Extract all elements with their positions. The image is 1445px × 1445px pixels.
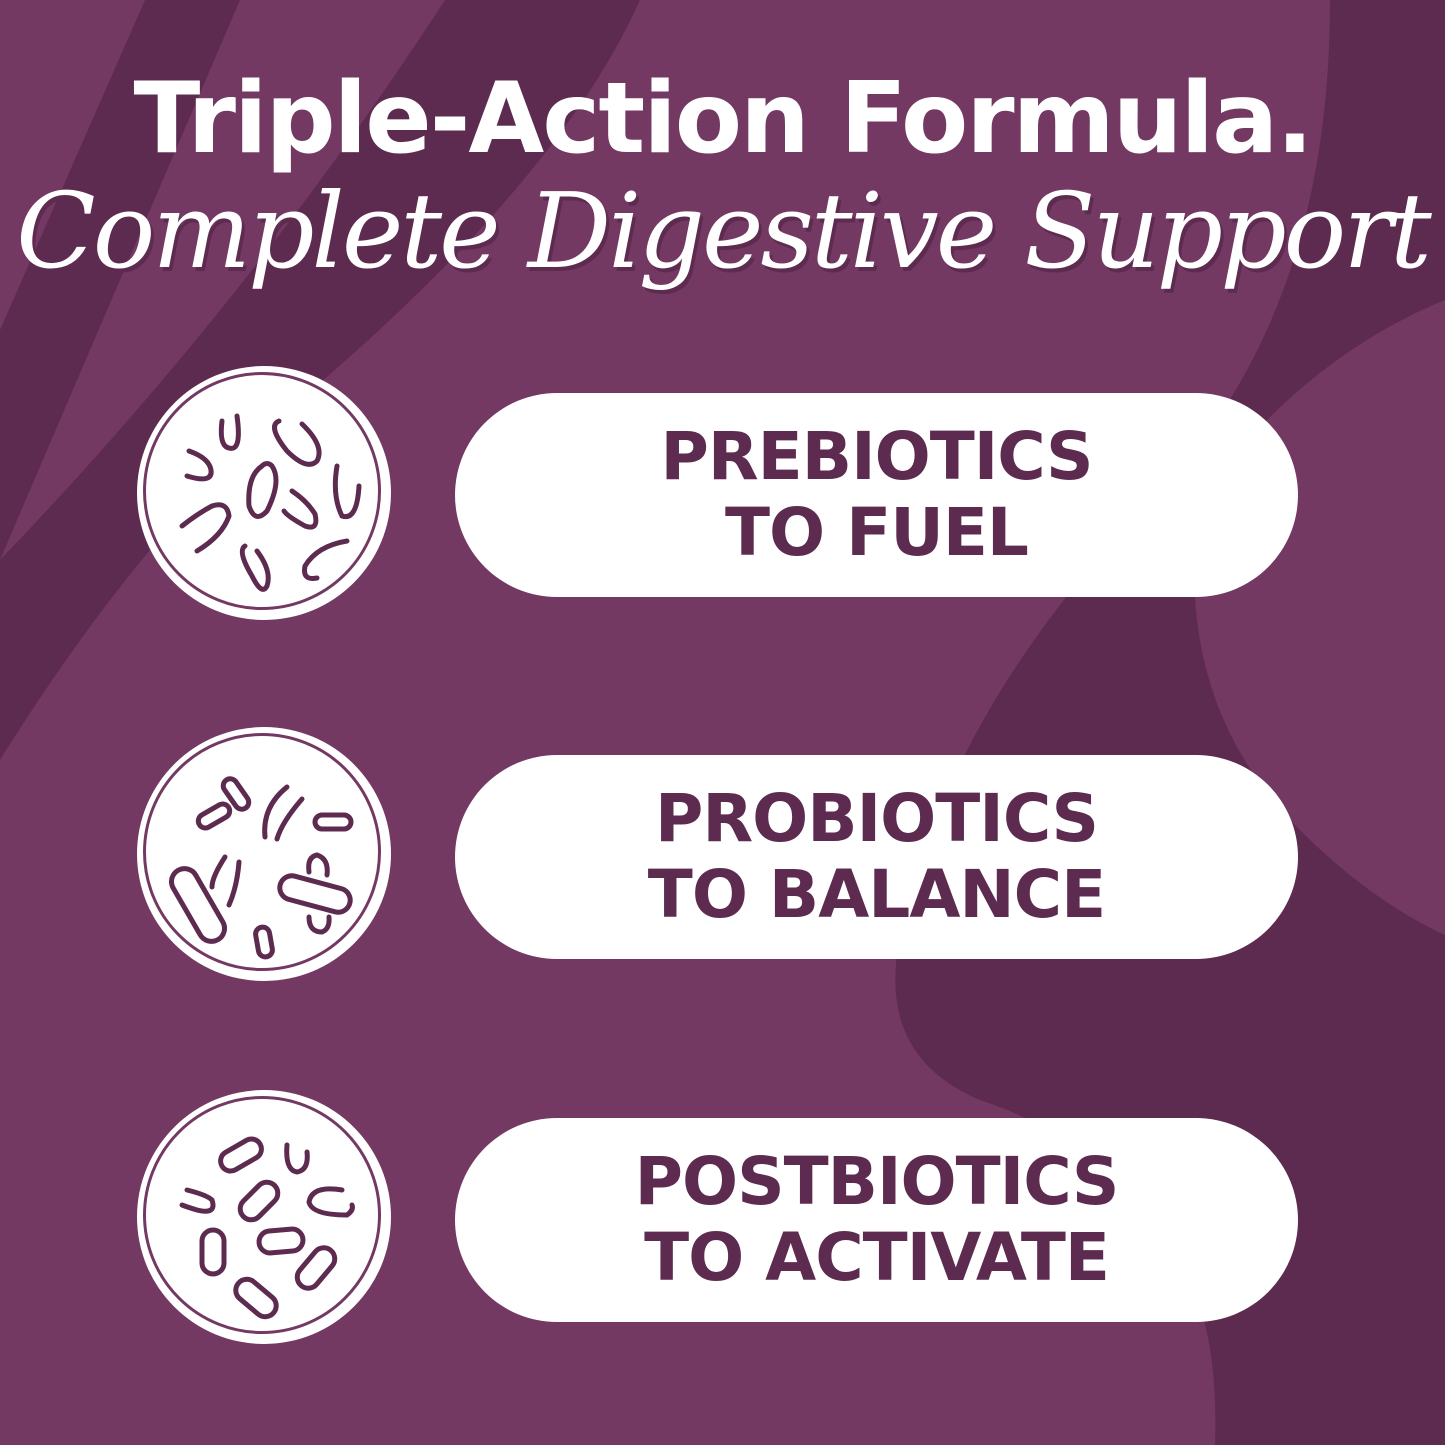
rod-bacteria-icon [137,727,391,981]
subheadline-script: Complete Digestive Support [16,170,1432,292]
feature-pill-postbiotics: POSTBIOTICS TO ACTIVATE [455,1118,1298,1322]
feature-row-prebiotics: PREBIOTICS TO FUEL [0,366,1445,626]
feature-line1: POSTBIOTICS [634,1143,1120,1220]
feature-line1: PROBIOTICS [654,780,1099,857]
feature-row-probiotics: PROBIOTICS TO BALANCE [0,727,1445,987]
feature-line2: TO FUEL [725,494,1029,571]
feature-pill-probiotics: PROBIOTICS TO BALANCE [455,755,1298,959]
feature-row-postbiotics: POSTBIOTICS TO ACTIVATE [0,1090,1445,1350]
feature-line1: PREBIOTICS [660,418,1093,495]
feature-line2: TO BALANCE [647,856,1106,933]
feature-line2: TO ACTIVATE [644,1219,1110,1296]
capsule-bacteria-icon [137,1090,391,1344]
feature-pill-prebiotics: PREBIOTICS TO FUEL [455,393,1298,597]
headline: Triple-Action Formula. [133,62,1314,176]
wavy-bacteria-icon [137,366,391,620]
